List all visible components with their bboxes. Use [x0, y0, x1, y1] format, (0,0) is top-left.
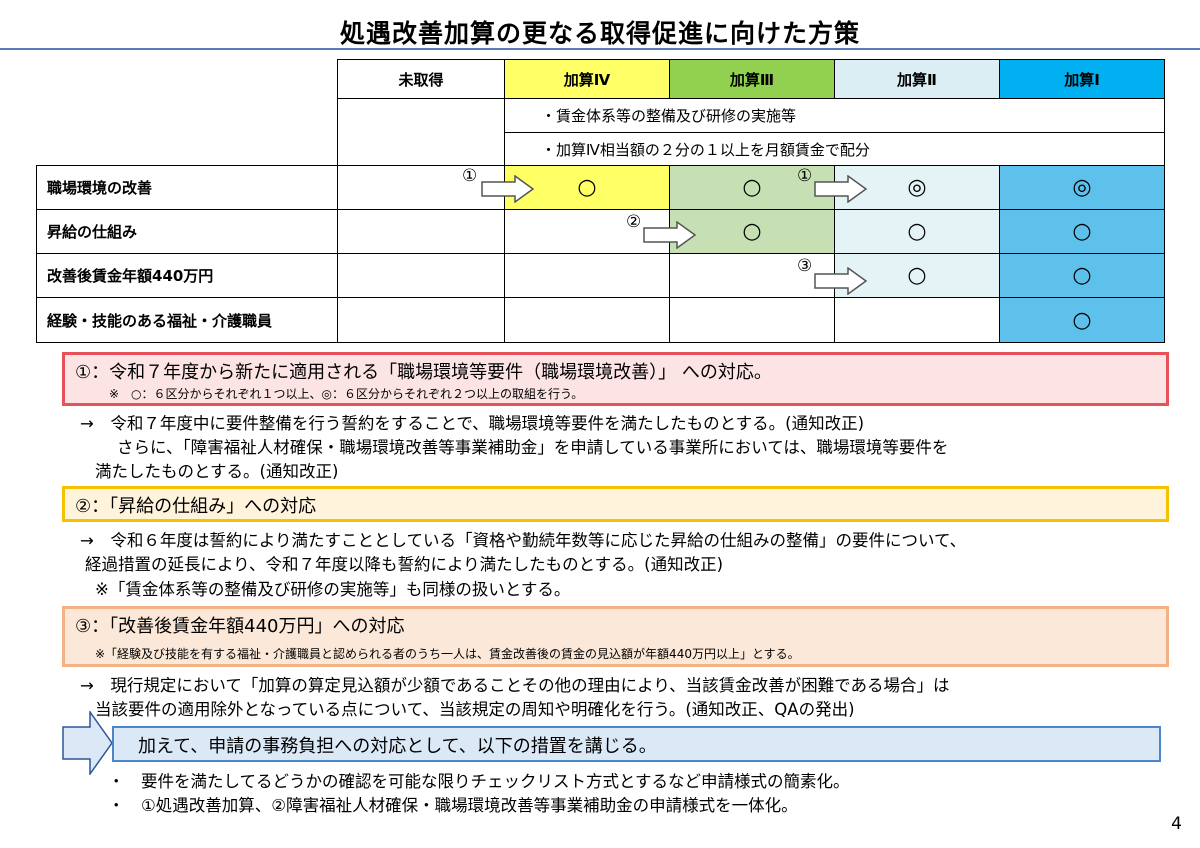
- row-label-shokuba: 職場環境の改善: [36, 165, 338, 210]
- cell-keiken-kasan-1: ○: [999, 297, 1165, 343]
- cell-440-kasan-4: [504, 253, 670, 298]
- cell-keiken-mishutoku: [337, 297, 505, 343]
- row-label-keiken: 経験・技能のある福祉・介護職員: [36, 297, 338, 343]
- arrow-right-icon: [814, 175, 868, 203]
- cell-shokyu-kasan-2: ○: [834, 209, 1000, 254]
- note-row-1: ・賃金体系等の整備及び研修の実施等: [504, 98, 1165, 133]
- notes-blank-cell: [337, 98, 505, 166]
- cell-shokuba-mishutoku: [337, 165, 505, 210]
- section-3-title: ③：「改善後賃金年額440万円」への対応: [75, 616, 405, 637]
- section-2-line-2: 経過措置の延長により、令和７年度以降も誓約により満たしたものとする。(通知改正): [85, 555, 724, 574]
- section-3-line-2: 当該要件の適用除外となっている点について、当該規定の周知や明確化を行う。(通知改…: [95, 700, 855, 719]
- cell-440-mishutoku: [337, 253, 505, 298]
- title-divider: [0, 48, 1200, 50]
- section-3-line-1: → 現行規定において「加算の算定見込額が少額であることその他の理由により、当該賃…: [80, 676, 950, 695]
- page-title: 処遇改善加算の更なる取得促進に向けた方策: [339, 19, 860, 48]
- section-1-line-1: → 令和７年度中に要件整備を行う誓約をすることで、職場環境等要件を満たしたものと…: [80, 414, 865, 433]
- cell-shokyu-mishutoku: [337, 209, 505, 254]
- arrow-label-2: ②: [626, 212, 642, 232]
- arrow-label-3: ③: [797, 256, 813, 276]
- page-number: 4: [1171, 814, 1182, 834]
- arrow-right-icon: [481, 175, 535, 203]
- cell-keiken-kasan-2: [834, 297, 1000, 343]
- section-3-note: ※「経験及び技能を有する福祉・介護職員と認められる者のうち一人は、賃金改善後の賃…: [95, 647, 800, 661]
- cell-shokuba-kasan-3: ○: [669, 165, 835, 210]
- section-1-box: ①：令和７年度から新たに適用される「職場環境等要件（職場環境改善）」 への対応。…: [62, 352, 1169, 406]
- header-kasan-4: 加算Ⅳ: [504, 59, 670, 99]
- arrow-label-1b: ①: [797, 166, 813, 186]
- cell-keiken-kasan-4: [504, 297, 670, 343]
- section-4-title: 加えて、申請の事務負担への対応として、以下の措置を講じる。: [138, 736, 657, 757]
- section-2-line-3: ※「賃金体系等の整備及び研修の実施等」も同様の扱いとする。: [95, 580, 571, 599]
- section-2-title: ②：「昇給の仕組み」への対応: [75, 496, 317, 517]
- arrow-right-icon: [643, 221, 697, 249]
- header-kasan-2: 加算Ⅱ: [834, 59, 1000, 99]
- section-2-box: ②：「昇給の仕組み」への対応: [62, 486, 1169, 522]
- header-mishutoku: 未取得: [337, 59, 505, 99]
- section-3-box: ③：「改善後賃金年額440万円」への対応 ※「経験及び技能を有する福祉・介護職員…: [62, 606, 1169, 667]
- arrow-label-1a: ①: [462, 166, 478, 186]
- row-label-shokyu: 昇給の仕組み: [36, 209, 338, 254]
- section-1-title: ①：令和７年度から新たに適用される「職場環境等要件（職場環境改善）」 への対応。: [75, 362, 772, 383]
- header-kasan-3: 加算Ⅲ: [669, 59, 835, 99]
- note-row-2: ・加算Ⅳ相当額の２分の１以上を月額賃金で配分: [504, 132, 1165, 166]
- section-1-note: ※ ○：６区分からそれぞれ１つ以上、◎：６区分からそれぞれ２つ以上の取組を行う。: [109, 387, 584, 401]
- section-2-line-1: → 令和６年度は誓約により満たすこととしている「資格や勤続年数等に応じた昇給の仕…: [80, 531, 967, 550]
- cell-keiken-kasan-3: [669, 297, 835, 343]
- block-arrow-icon: [62, 711, 113, 775]
- section-4-bullet-1: ・ 要件を満たしてるどうかの確認を可能な限りチェックリスト方式とするなど申請様式…: [108, 772, 850, 791]
- row-label-440: 改善後賃金年額440万円: [36, 253, 338, 298]
- section-1-line-3: 満たしたものとする。(通知改正): [95, 462, 339, 481]
- section-4-box: 加えて、申請の事務負担への対応として、以下の措置を講じる。: [112, 726, 1161, 762]
- cell-440-kasan-1: ○: [999, 253, 1165, 298]
- cell-shokuba-kasan-1: ◎: [999, 165, 1165, 210]
- section-1-line-2: さらに、「障害福祉人材確保・職場環境改善等事業補助金」を申請している事業所におい…: [117, 438, 949, 457]
- arrow-right-icon: [814, 267, 868, 295]
- cell-shokyu-kasan-1: ○: [999, 209, 1165, 254]
- section-4-bullet-2: ・ ①処遇改善加算、②障害福祉人材確保・職場環境改善等事業補助金の申請様式を一体…: [108, 796, 798, 815]
- cell-440-kasan-2: ○: [834, 253, 1000, 298]
- header-kasan-1: 加算Ⅰ: [999, 59, 1165, 99]
